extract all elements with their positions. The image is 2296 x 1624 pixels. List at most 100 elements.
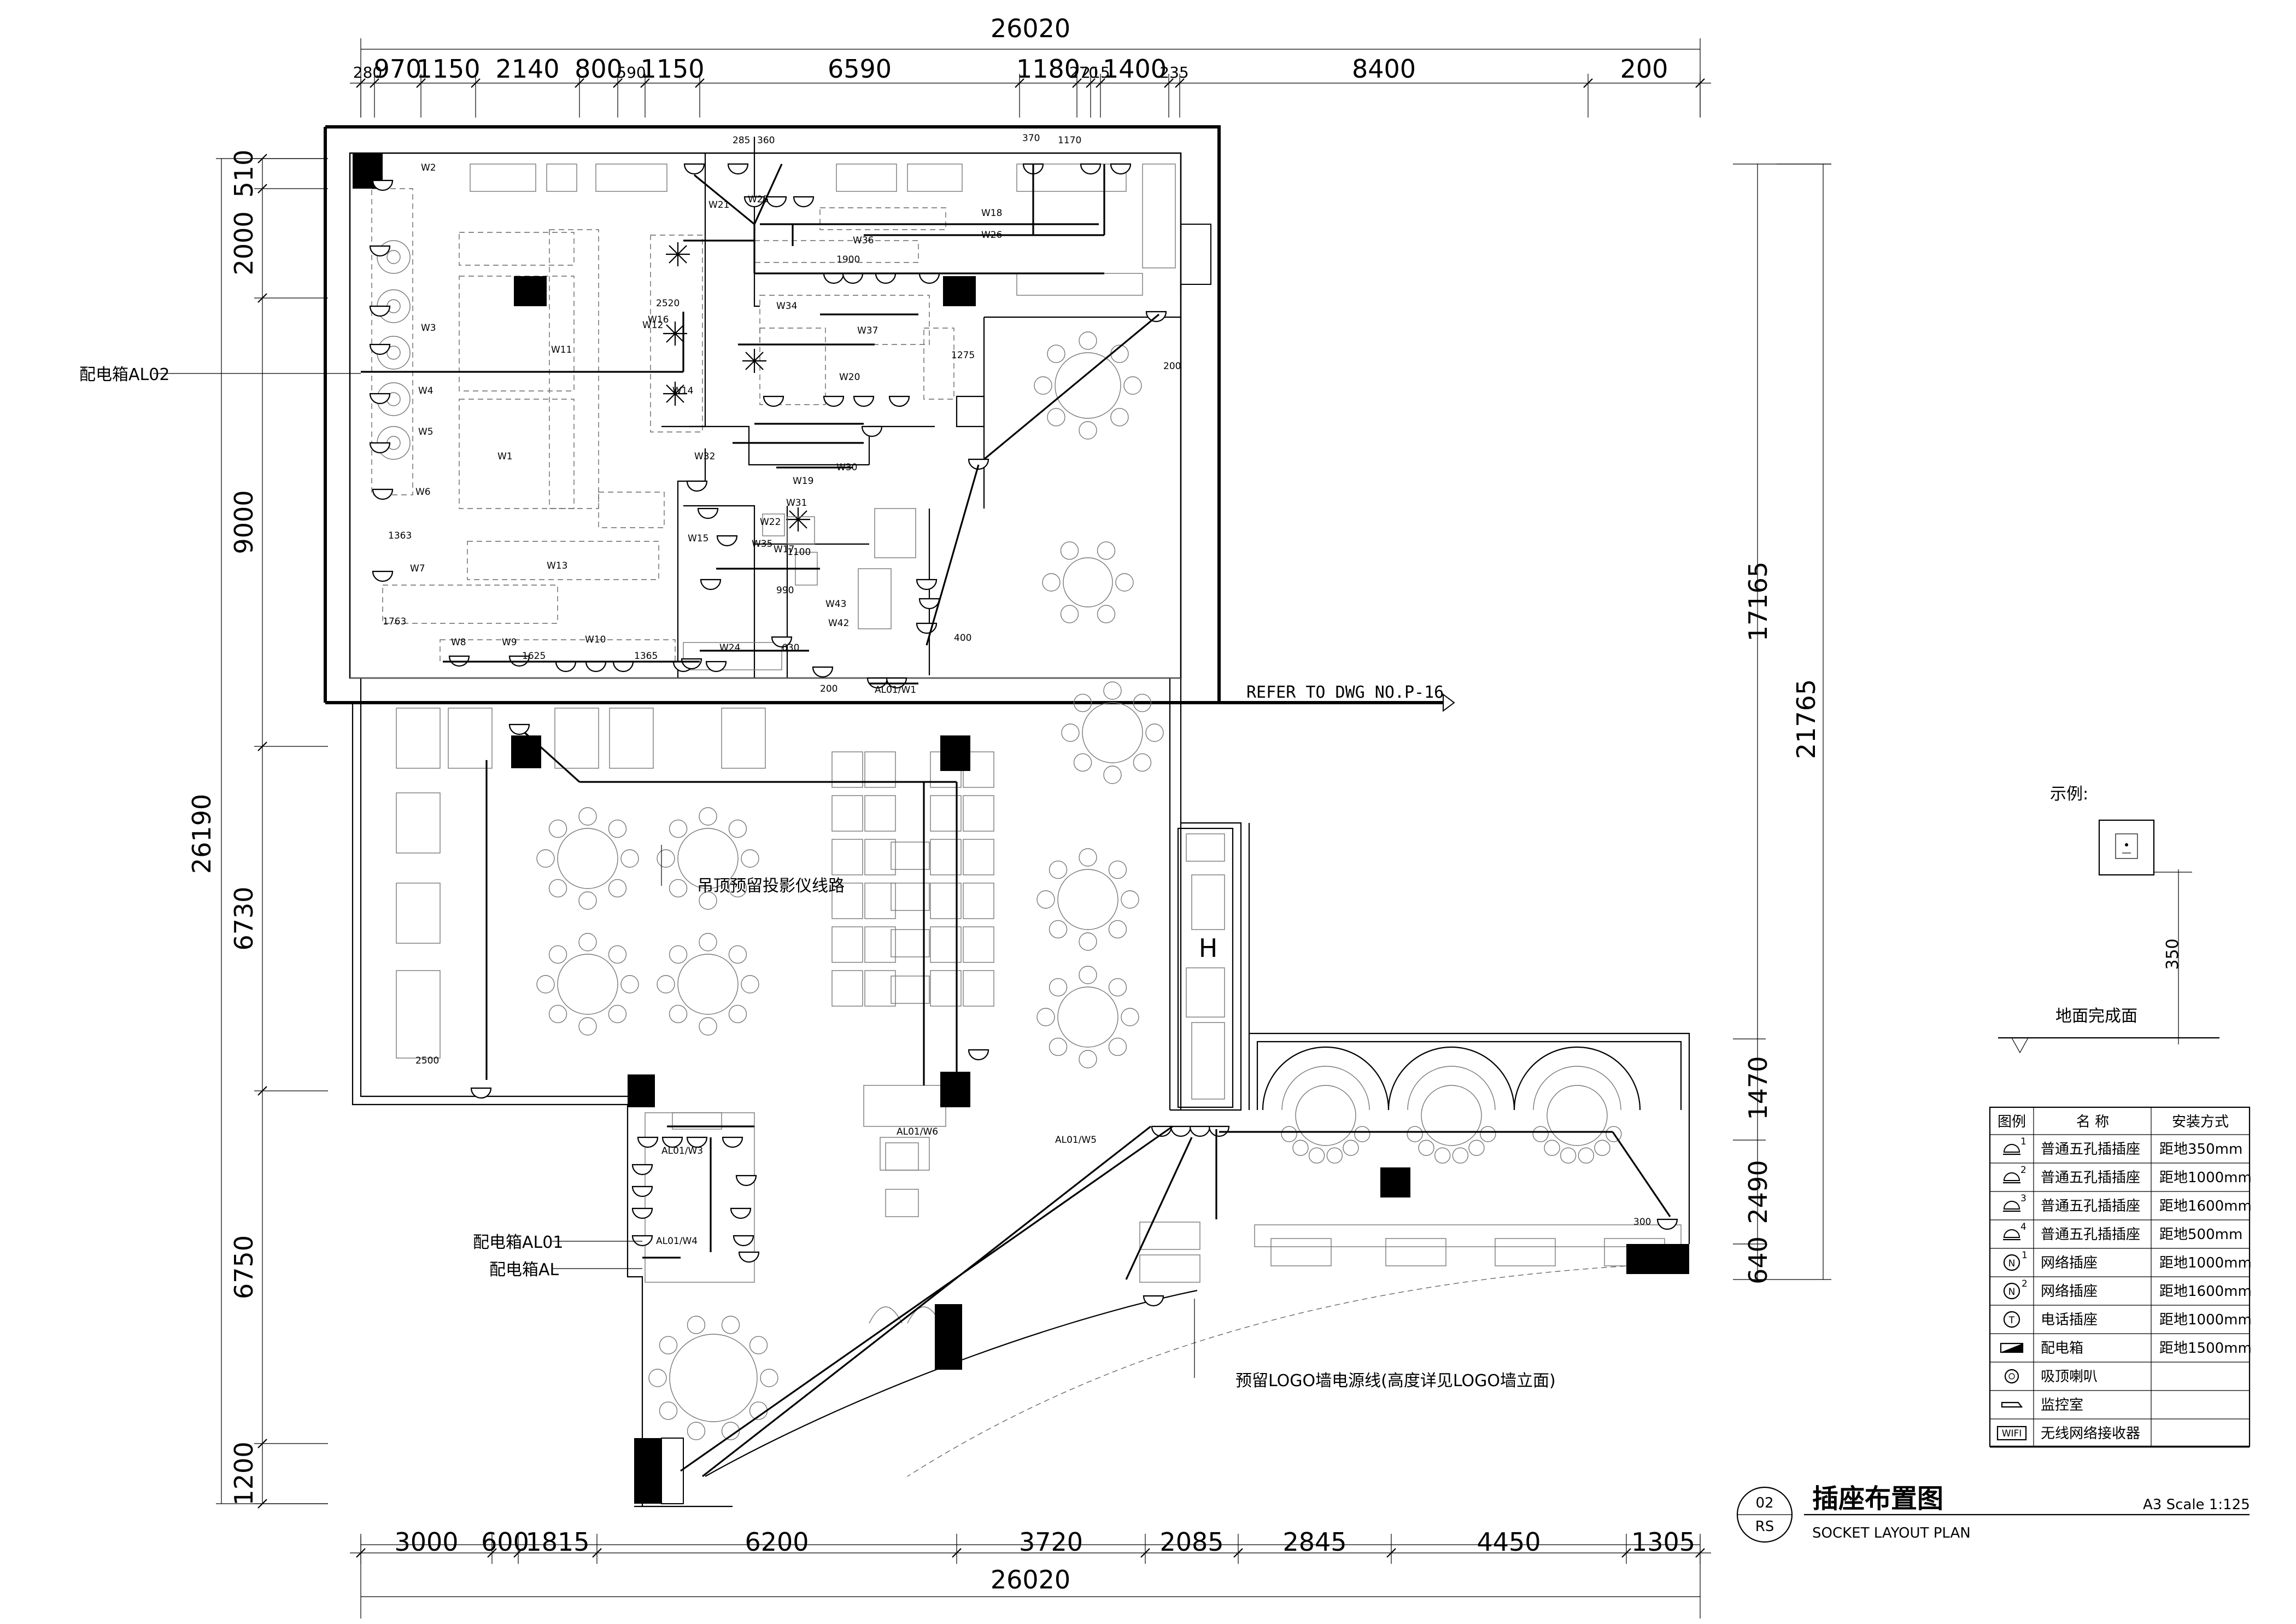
- round-table: [536, 933, 639, 1036]
- booth-seat: [930, 970, 962, 1007]
- chair: [548, 879, 567, 898]
- legend-network-index: 2: [2022, 1278, 2028, 1289]
- socket-icon: [823, 395, 845, 407]
- round-booths: [1254, 1041, 1682, 1247]
- booth-seat: [864, 883, 896, 919]
- legend-name: 监控室: [2041, 1397, 2083, 1413]
- chair: [721, 1316, 740, 1334]
- round-booth: [1513, 1046, 1641, 1164]
- socket-icon: [727, 163, 749, 175]
- socket-icon: [1110, 163, 1132, 175]
- right-dimension-chain: 17165 21765 1470 2490 640: [1733, 163, 1831, 1284]
- chair: [669, 1004, 688, 1024]
- drawing-title-en: SOCKET LAYOUT PLAN: [1812, 1525, 1971, 1541]
- legend-header-mount: 安装方式: [2172, 1114, 2229, 1130]
- bar-counter: H: [1177, 827, 1234, 1108]
- socket-icon: [918, 598, 940, 610]
- callouts: 配电箱AL02 吊顶预留投影仪线路 REFER TO DWG NO.P-16 配…: [79, 365, 1556, 1391]
- circuit-al01-w4: AL01/W4: [656, 1236, 698, 1247]
- socket-icon: [1143, 1295, 1164, 1307]
- legend-mount: 距地1000mm: [2159, 1170, 2252, 1186]
- socket-icon: [369, 305, 391, 317]
- chair: [657, 975, 675, 994]
- inner-dim: 285: [733, 135, 750, 146]
- distribution-panel-icon: [1380, 1167, 1410, 1197]
- chair: [1073, 693, 1092, 712]
- socket-icon: [918, 272, 940, 284]
- wifi-icon: [1996, 1426, 2027, 1441]
- top-dim-segment: 1150: [640, 54, 704, 84]
- chair: [1079, 848, 1097, 867]
- legend-network-index: 1: [2022, 1250, 2028, 1261]
- top-dim-segment: 6590: [828, 54, 892, 84]
- wire-label: W36: [853, 235, 874, 246]
- inner-dim: 630: [782, 642, 799, 653]
- wire-label: W25: [748, 194, 769, 205]
- chair: [1115, 573, 1134, 592]
- chair: [578, 933, 597, 951]
- socket-icon: [508, 723, 530, 735]
- legend-name: 普通五孔插插座: [2041, 1226, 2140, 1243]
- chair: [620, 849, 639, 868]
- chair: [669, 819, 688, 838]
- wire-label: W31: [786, 498, 807, 509]
- chair: [699, 933, 717, 951]
- left-dim-segment: 510: [229, 150, 259, 198]
- distribution-panel-icon: [511, 735, 541, 768]
- wire-label: W20: [839, 372, 860, 383]
- distribution-panel-icon: [1626, 1244, 1689, 1274]
- chair: [1108, 978, 1127, 997]
- chair: [1108, 860, 1127, 879]
- round-booth: [1387, 1046, 1515, 1164]
- drawing-code: RS: [1755, 1518, 1774, 1535]
- socket-icon: [771, 636, 793, 648]
- chair: [548, 945, 567, 964]
- circuit-wiring: [361, 163, 1671, 1477]
- chair: [741, 849, 759, 868]
- socket-icon: [738, 1251, 760, 1263]
- square-table: [1139, 1222, 1200, 1250]
- legend-mount: 距地350mm: [2159, 1141, 2242, 1158]
- square-table: [891, 975, 930, 1004]
- socket-icon: [631, 1185, 653, 1197]
- distribution-panel-icon: [514, 276, 547, 306]
- example-title: 示例:: [2050, 785, 2088, 804]
- drawing-number: 02: [1755, 1495, 1773, 1511]
- example-floor: 地面完成面: [2055, 1007, 2137, 1026]
- socket-icon: [555, 661, 577, 673]
- socket-icon: [683, 163, 705, 175]
- inner-dim: 1170: [1058, 135, 1081, 146]
- socket-icon: [369, 343, 391, 355]
- callout-panel-al02: 配电箱AL02: [79, 365, 169, 384]
- h-mark: H: [1199, 933, 1218, 963]
- legend-mount: 距地1000mm: [2159, 1312, 2252, 1328]
- round-table: [657, 807, 759, 910]
- left-dim-segment: 6750: [229, 1235, 259, 1299]
- chair: [749, 1336, 768, 1354]
- wire-label: W24: [719, 642, 740, 653]
- socket-icon: [916, 622, 938, 634]
- booth-seat: [930, 926, 962, 963]
- top-dim-segment: 2140: [495, 54, 559, 84]
- chair: [1060, 541, 1079, 560]
- circuit-al01-w5: AL01/W5: [1055, 1135, 1097, 1146]
- legend-socket-index: 1: [2020, 1136, 2026, 1147]
- mounting-example: 示例: 350 地面完成面: [1998, 785, 2219, 1054]
- panel-legend-icon: [2001, 1343, 2023, 1352]
- chair: [728, 945, 747, 964]
- chair: [1108, 1037, 1127, 1056]
- chair: [1097, 605, 1116, 623]
- socket-icon: [823, 272, 845, 284]
- legend-header-name: 名 称: [2076, 1114, 2109, 1130]
- chair: [687, 1316, 706, 1334]
- legend-mount: 距地1600mm: [2159, 1283, 2252, 1300]
- inner-dim: 300: [1633, 1217, 1651, 1228]
- right-dim-1470: 1470: [1743, 1056, 1773, 1120]
- socket-icon: [733, 1235, 754, 1247]
- inner-dim: 2500: [415, 1055, 439, 1066]
